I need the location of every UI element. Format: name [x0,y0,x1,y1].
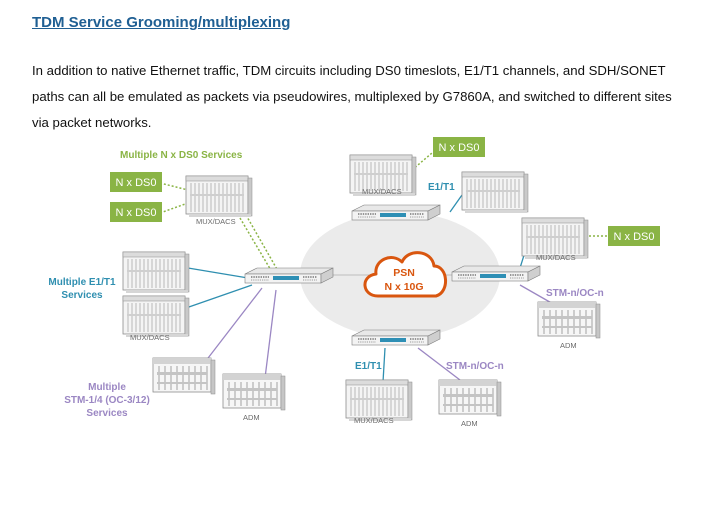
label-multiple-stm-rate: STM-1/4 (OC-3/12) [64,395,150,406]
psn-cloud-icon [363,251,447,298]
adm-chassis [537,301,601,339]
svg-text:N x DS0: N x DS0 [116,177,157,189]
switch-router [351,204,441,221]
mux-dacs-chassis [122,251,190,294]
label-e1t1: E1/T1 [428,182,455,193]
mux-dacs-chassis [185,175,253,218]
mux-dacs-label: MUX/DACS [536,253,576,262]
e1t1-link [449,194,463,213]
stm-link [204,287,263,363]
switch-router [351,329,441,346]
mux-dacs-chassis [461,171,529,214]
adm-chassis [438,379,502,417]
svg-text:N x DS0: N x DS0 [614,231,655,243]
label-stm-n: STM-n/OC-n [546,288,604,299]
e1t1-link [187,267,249,279]
adm-chassis [222,373,286,411]
ds0-service-box: N x DS0 [608,226,660,246]
ds0-link [159,182,189,191]
ds0-service-box: N x DS0 [433,137,485,157]
switch-router [451,265,541,282]
label-multiple-stm: Multiple [88,382,126,393]
mux-dacs-label: MUX/DACS [130,333,170,342]
intro-paragraph: In addition to native Ethernet traffic, … [32,63,672,130]
e1t1-link [185,284,253,309]
svg-text:N x DS0: N x DS0 [116,207,157,219]
adm-label: ADM [560,341,577,350]
psn-label: PSN [393,267,415,279]
mux-dacs-label: MUX/DACS [196,217,236,226]
mux-dacs-chassis [345,379,413,422]
mux-dacs-chassis [122,295,190,338]
label-multiple-ds0: Multiple N x DS0 Services [120,150,243,161]
switch-router [244,267,334,284]
adm-label: ADM [461,419,478,428]
stm-link [417,347,461,381]
adm-label: ADM [243,413,260,422]
svg-text:N x DS0: N x DS0 [439,142,480,154]
page-title: TDM Service Grooming/multiplexing [32,14,291,31]
adm-chassis [152,357,216,395]
ds0-link [159,202,189,214]
stm-link [264,289,277,379]
label-e1t1: E1/T1 [355,361,382,372]
ds0-service-box: N x DS0 [110,202,162,222]
label-multiple-e1t1-services: Services [61,290,103,301]
ds0-link [239,214,279,273]
mux-dacs-label: MUX/DACS [362,187,402,196]
label-multiple-stm-services: Services [86,408,128,419]
label-stm-n: STM-n/OC-n [446,361,504,372]
label-multiple-e1t1: Multiple E1/T1 [48,277,116,288]
ds0-service-box: N x DS0 [110,172,162,192]
mux-dacs-label: MUX/DACS [354,416,394,425]
psn-capacity-label: N x 10G [384,281,423,293]
e1t1-link [382,347,386,383]
